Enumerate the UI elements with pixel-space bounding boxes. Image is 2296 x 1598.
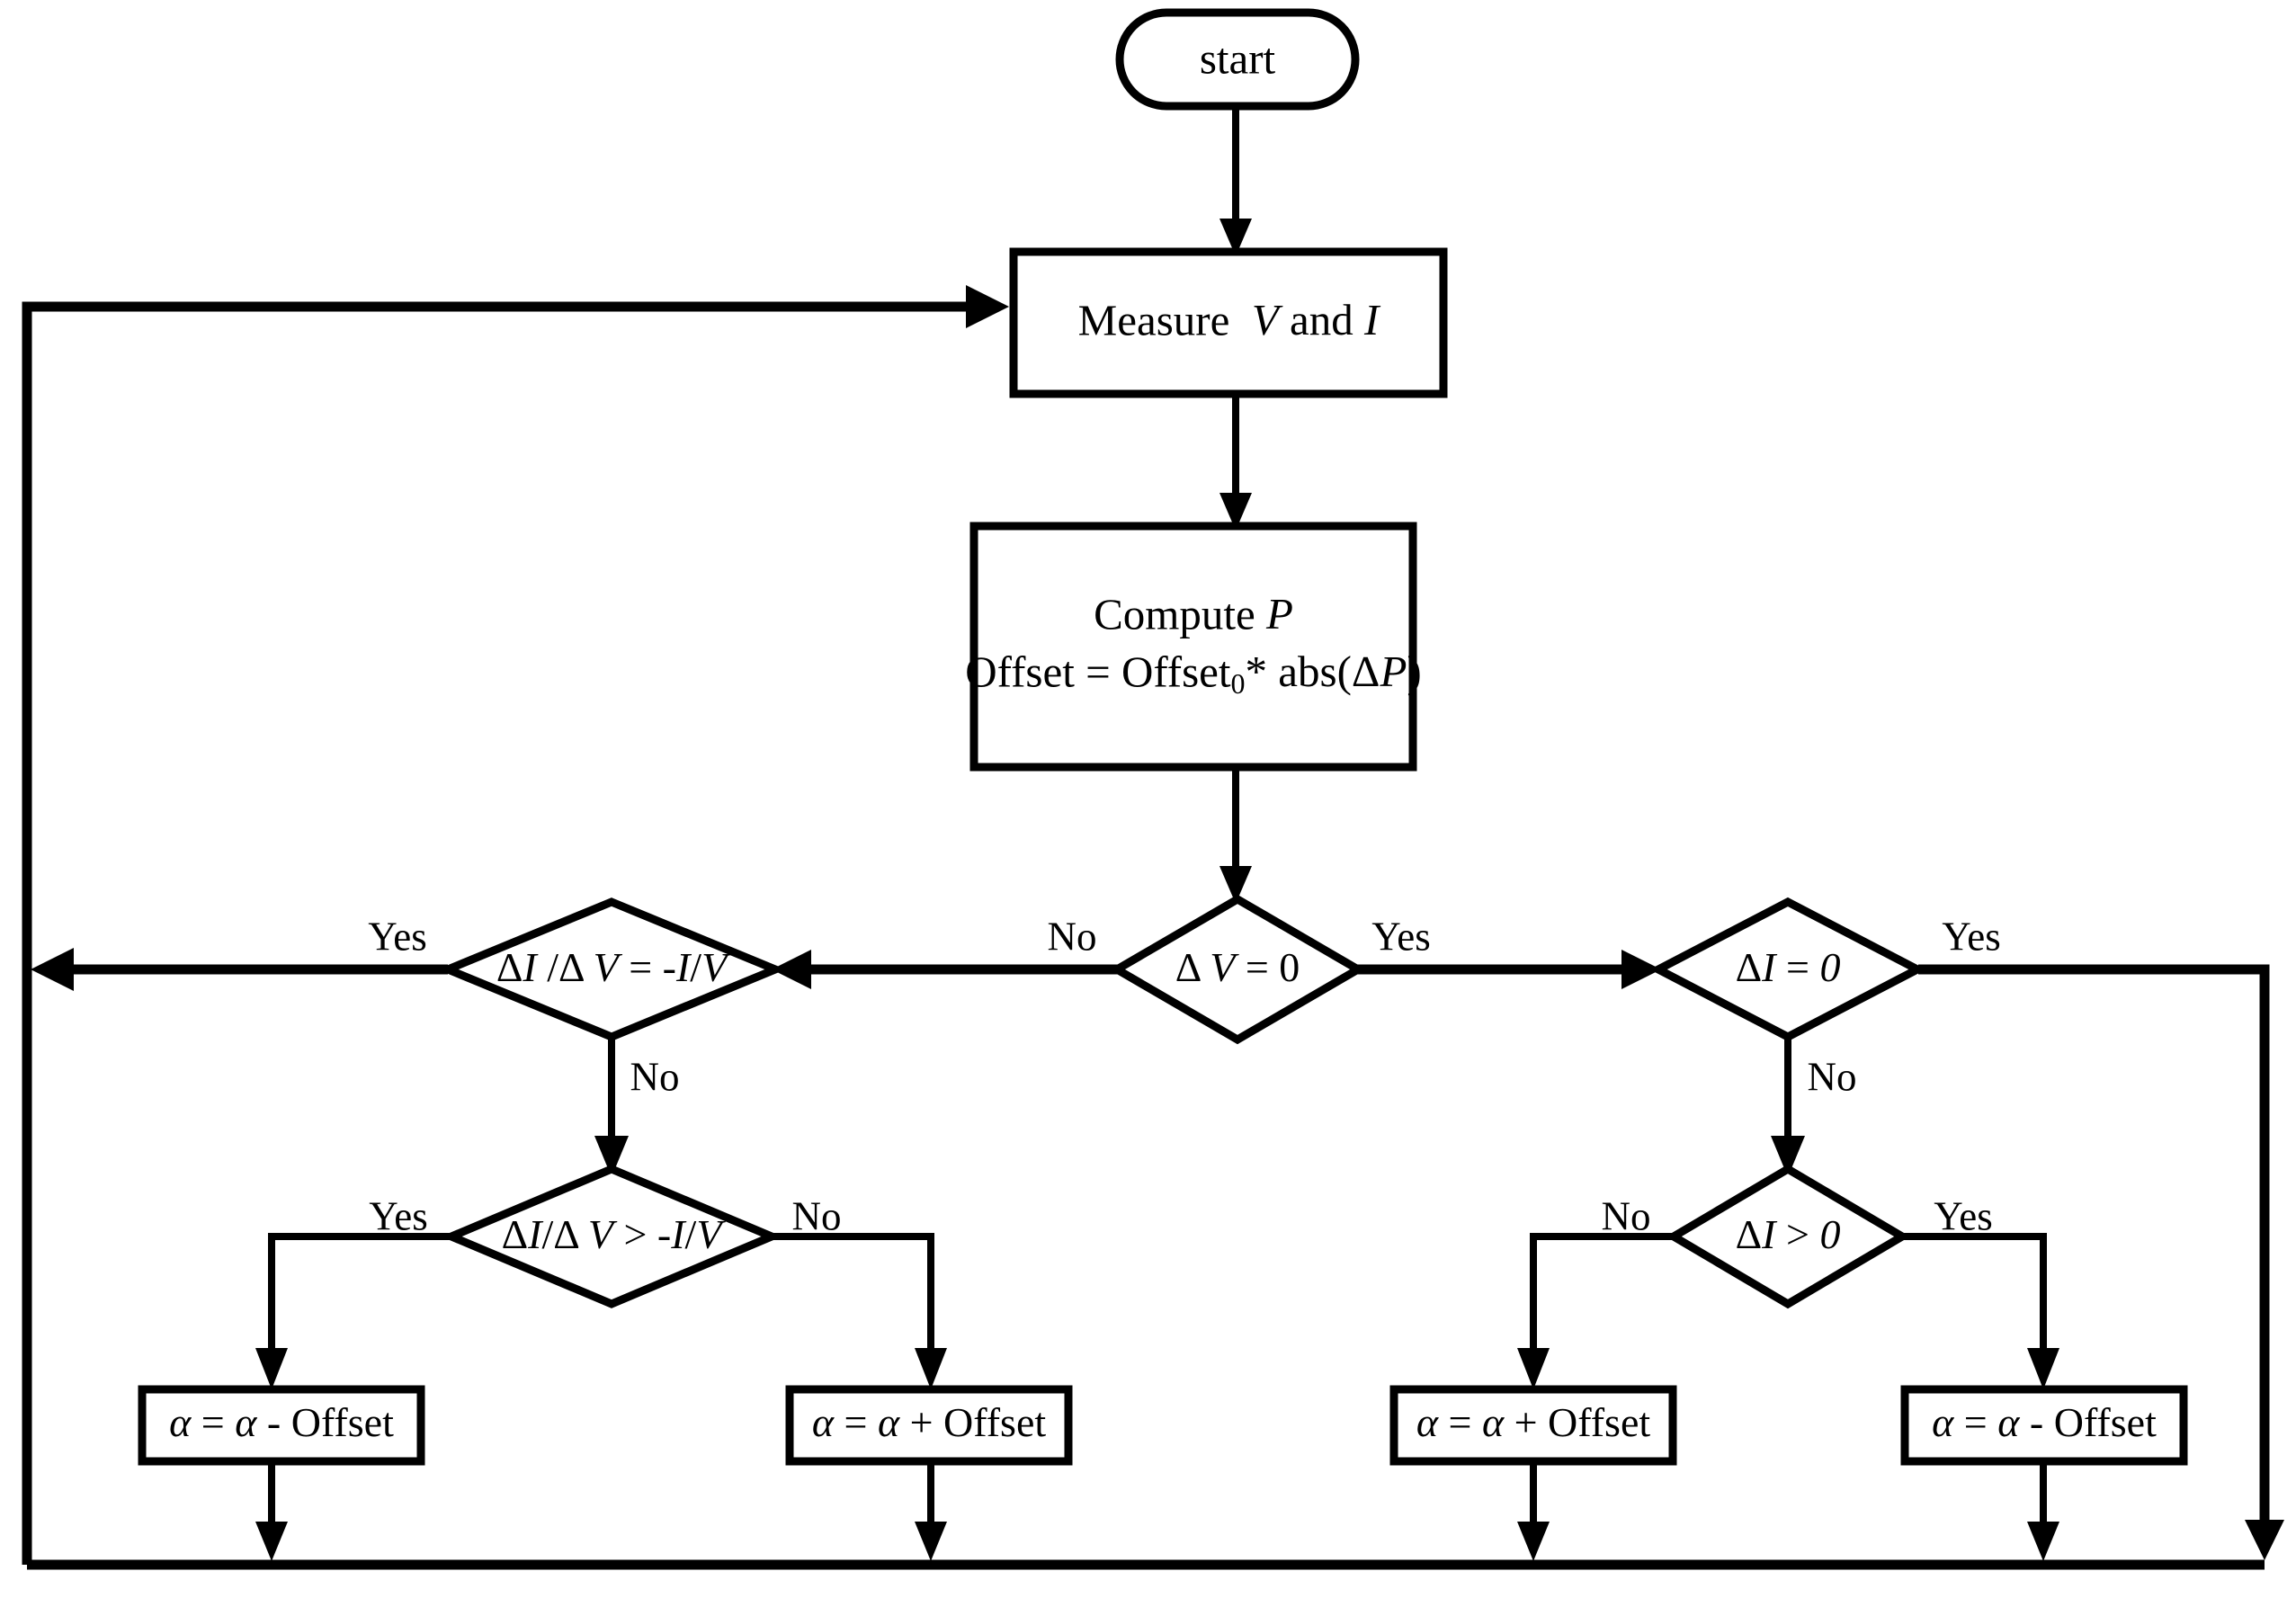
edge-alpha-plus-left-to-bottom-bus bbox=[915, 1457, 947, 1561]
node-di-zero-label: ΔI = 0 bbox=[1736, 944, 1841, 990]
node-alpha-plus-left-label: α = α + Offset bbox=[812, 1399, 1047, 1445]
node-dv-zero-label: Δ V = 0 bbox=[1175, 944, 1300, 990]
edge-alpha-plus-right-to-bottom-bus bbox=[1517, 1457, 1550, 1561]
node-slope-eq-label: ΔI /Δ V = -I/V bbox=[496, 944, 731, 990]
edge-dv-zero-no-to-slope-eq bbox=[772, 950, 1118, 989]
edge-label-slope-gt-yes: Yes bbox=[369, 1193, 427, 1238]
node-alpha-minus-right-label: α = α - Offset bbox=[1932, 1399, 2157, 1445]
node-slope-gt-label: ΔI/Δ V > -I/V bbox=[502, 1211, 727, 1257]
node-alpha-plus-right[interactable]: α = α + Offset bbox=[1389, 1385, 1677, 1466]
edge-slope-eq-yes-to-left-bus bbox=[31, 948, 448, 991]
node-measure[interactable]: Measure V and I bbox=[1009, 247, 1448, 398]
edge-bottom-return-bus bbox=[22, 969, 2265, 1570]
edge-label-di-gt-no: No bbox=[1602, 1193, 1651, 1238]
edge-label-di-zero-no: No bbox=[1808, 1054, 1857, 1099]
node-start[interactable]: start bbox=[1115, 8, 1360, 111]
edge-dv-zero-yes-to-di-zero bbox=[1356, 950, 1661, 989]
edge-compute-to-dv-zero bbox=[1219, 767, 1252, 904]
edge-di-zero-no-to-di-gt bbox=[1771, 1025, 1805, 1177]
edge-label-slope-gt-no: No bbox=[792, 1193, 842, 1238]
edge-label-di-gt-yes: Yes bbox=[1934, 1193, 1992, 1238]
node-alpha-minus-left-label: α = α - Offset bbox=[169, 1399, 394, 1445]
node-alpha-minus-left[interactable]: α = α - Offset bbox=[138, 1385, 425, 1466]
edge-alpha-minus-right-to-bottom-bus bbox=[2027, 1457, 2059, 1561]
edge-slope-gt-no-to-alpha-plus-left bbox=[769, 1233, 947, 1389]
node-di-zero[interactable]: ΔI = 0 bbox=[1649, 897, 1926, 1042]
edge-label-slope-eq-yes: Yes bbox=[368, 914, 426, 959]
edge-slope-eq-no-to-slope-gt bbox=[594, 1025, 629, 1177]
edge-label-dv-zero-no: No bbox=[1048, 914, 1097, 959]
node-compute-line1: Compute P bbox=[1094, 589, 1293, 638]
node-start-label: start bbox=[1200, 33, 1276, 83]
edge-label-dv-zero-yes: Yes bbox=[1371, 914, 1430, 959]
node-di-gt-label: ΔI > 0 bbox=[1736, 1211, 1841, 1257]
node-di-gt[interactable]: ΔI > 0 bbox=[1666, 1164, 1910, 1309]
edge-label-di-zero-yes: Yes bbox=[1942, 914, 2000, 959]
node-dv-zero[interactable]: Δ V = 0 bbox=[1109, 894, 1366, 1045]
node-alpha-plus-left[interactable]: α = α + Offset bbox=[785, 1385, 1073, 1466]
node-alpha-plus-right-label: α = α + Offset bbox=[1416, 1399, 1651, 1445]
node-compute-line2: Offset = Offset0* abs(ΔP) bbox=[965, 647, 1421, 700]
node-slope-eq[interactable]: ΔI /Δ V = -I/V bbox=[437, 897, 786, 1041]
node-alpha-minus-right[interactable]: α = α - Offset bbox=[1900, 1385, 2188, 1466]
edge-label-slope-eq-no: No bbox=[630, 1054, 680, 1099]
edge-di-gt-yes-to-alpha-minus-right bbox=[1900, 1233, 2059, 1389]
edge-left-return-bus bbox=[22, 285, 1009, 969]
edge-di-gt-no-to-alpha-plus-right bbox=[1517, 1233, 1675, 1389]
edge-slope-gt-yes-to-alpha-minus-left bbox=[255, 1233, 454, 1389]
edge-start-to-measure bbox=[1219, 106, 1252, 256]
edge-measure-to-compute bbox=[1219, 394, 1252, 531]
node-slope-gt[interactable]: ΔI/Δ V > -I/V bbox=[441, 1165, 782, 1308]
node-compute[interactable]: Compute P Offset = Offset0* abs(ΔP) bbox=[965, 522, 1422, 772]
edge-alpha-minus-left-to-bottom-bus bbox=[255, 1457, 288, 1561]
edge-di-zero-yes-to-right-bus bbox=[1918, 964, 2284, 1560]
node-measure-label: Measure V and I bbox=[1078, 295, 1381, 344]
